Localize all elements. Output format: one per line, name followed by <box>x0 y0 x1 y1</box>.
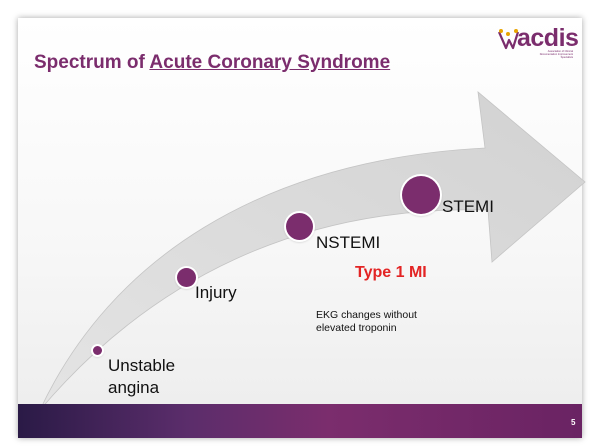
stage-marker-unstable-angina <box>93 346 102 355</box>
slide-title: Spectrum of Acute Coronary Syndrome <box>34 52 390 74</box>
footer-bar <box>18 404 582 438</box>
stage-label-injury: Injury <box>195 283 237 302</box>
title-prefix: Spectrum of <box>34 52 150 73</box>
stage-marker-nstemi <box>286 213 313 240</box>
stage-label-stemi: STEMI <box>442 197 494 216</box>
stage-label-unstable-angina: Unstable angina <box>108 356 176 397</box>
type1-mi-label: Type 1 MI <box>355 264 427 281</box>
stage-marker-stemi <box>402 176 440 214</box>
arrow-body <box>39 91 586 411</box>
logo-tagline: Association of Clinical Documentation Im… <box>539 50 573 59</box>
acdis-logo: acdis Association of Clinical Documentat… <box>497 24 579 59</box>
logo-mark-icon <box>497 29 519 50</box>
title-underlined: Acute Coronary Syndrome <box>149 52 391 73</box>
stage-marker-injury <box>177 268 196 287</box>
ekg-note: EKG changes without elevated troponin <box>316 309 417 334</box>
page-number: 5 <box>571 418 576 427</box>
stage-label-nstemi: NSTEMI <box>316 233 381 252</box>
logo-text: acdis <box>517 24 579 52</box>
